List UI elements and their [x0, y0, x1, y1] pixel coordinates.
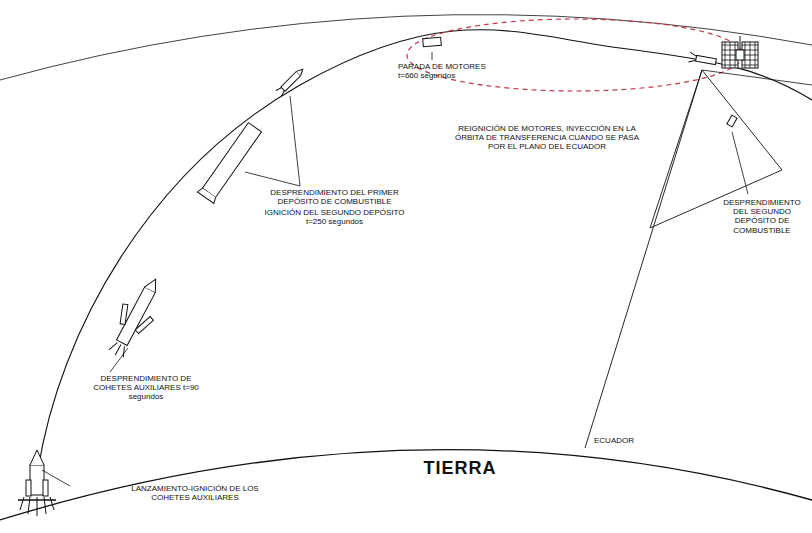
annotation-label: LANZAMIENTO-IGNICIÓN DE LOS COHETES AUXI… [120, 484, 270, 502]
first-tank [197, 121, 263, 203]
satellite [722, 36, 758, 68]
annotation-label: DESPRENDIMIENTO DE COHETES AUXILIARES t=… [90, 374, 202, 402]
reignition-stage [688, 52, 716, 67]
launch-rocket [18, 450, 56, 516]
booster-stage [100, 271, 171, 363]
annotation-label: IGNICIÓN DEL SEGUNDO DEPÓSITO t=250 segu… [262, 208, 407, 226]
orbit-line [702, 70, 812, 85]
earth-label: TIERRA [405, 458, 515, 479]
highlight-ellipse [407, 19, 743, 91]
orbit-arc [0, 15, 812, 80]
annotation-label: DESPRENDIMIENTO DEL PRIMER DEPÓSITO DE C… [262, 188, 407, 206]
earth-surface [0, 450, 812, 520]
annotation-label: ECUADOR [594, 436, 654, 445]
annotation-label: PARADA DE MOTORES t=660 segundos [398, 62, 490, 80]
coasting-stage [423, 37, 442, 47]
leader-lines [42, 52, 748, 486]
second-stage [276, 66, 306, 96]
annotation-label: DESPRENDIMIENTO DEL SEGUNDO DEPÓSITO DE … [718, 198, 806, 235]
dropped-tank [727, 115, 737, 127]
annotation-label: REIGNICIÓN DE MOTORES, INYECCIÓN EN LA Ó… [452, 124, 642, 152]
trajectory [38, 30, 812, 470]
